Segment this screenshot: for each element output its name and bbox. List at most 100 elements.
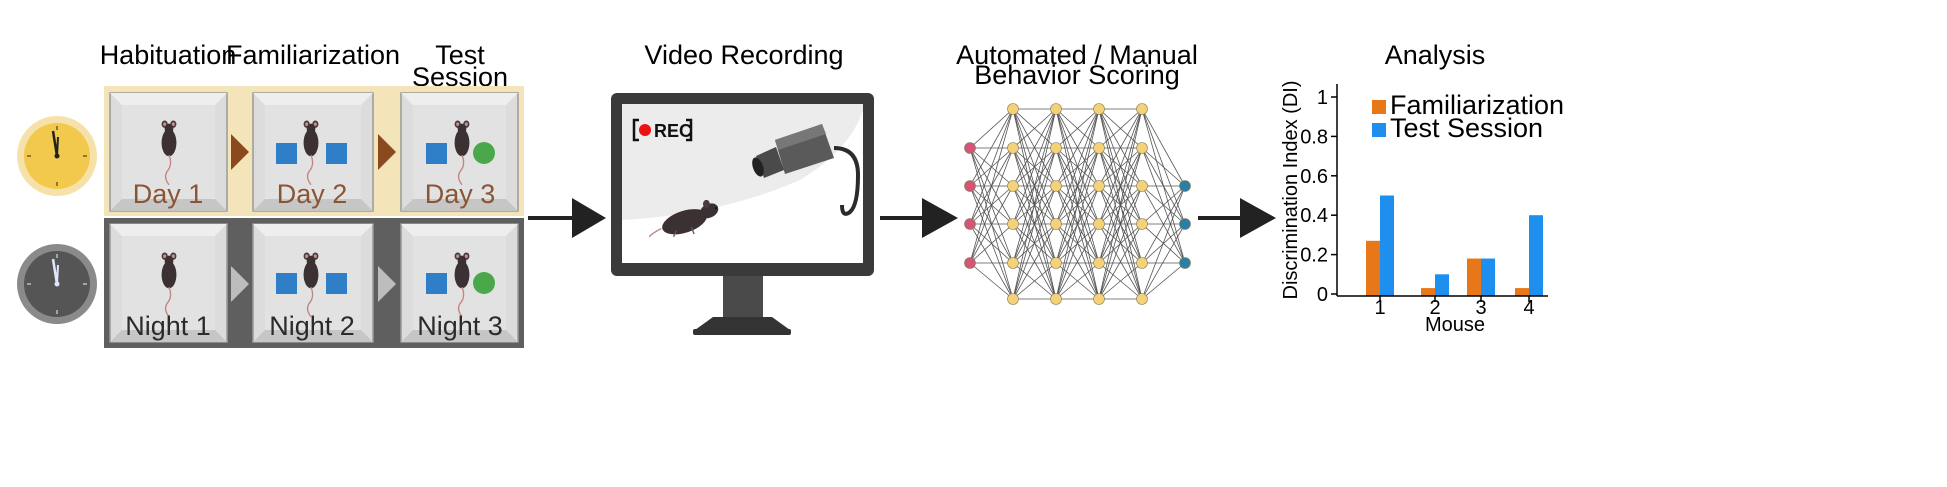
hidden-node [1093, 180, 1105, 192]
hidden-node [1007, 293, 1019, 305]
network-edge [1098, 108, 1143, 225]
input-node [964, 142, 976, 154]
hidden-node [1007, 142, 1019, 154]
stage-title-video: Video Recording [644, 40, 843, 70]
network-edge [1098, 108, 1143, 187]
legend-swatch-test-session [1372, 123, 1386, 137]
stage-title-scoring-line2: Behavior Scoring [974, 60, 1180, 90]
hidden-node [1136, 103, 1148, 115]
network-edge [969, 108, 1014, 225]
legend-label-test-session: Test Session [1390, 113, 1543, 143]
y-tick-label: 0.6 [1300, 166, 1328, 188]
network-edge [1098, 185, 1143, 300]
hidden-node [1093, 218, 1105, 230]
y-axis-title: Discrimination Index (DI) [1280, 81, 1302, 300]
hidden-node [1136, 180, 1148, 192]
network-edge [969, 185, 1014, 264]
bar-familiarization [1515, 288, 1529, 296]
arena-night-2: Night 2 [252, 223, 374, 343]
network-edge [1055, 108, 1100, 300]
object-square [426, 143, 447, 164]
stage-title-habituation: Habituation [100, 40, 237, 70]
stage-title-scoring-line1: Automated / Manual [956, 40, 1198, 70]
hidden-node [1136, 257, 1148, 269]
hidden-node [1093, 257, 1105, 269]
arrow-icon [378, 134, 396, 170]
y-tick-label: 0.2 [1300, 245, 1328, 267]
input-node [964, 218, 976, 230]
network-edge [1055, 185, 1100, 300]
flow-arrow-3 [1198, 198, 1276, 238]
network-edge [1055, 223, 1100, 300]
day-label-2: Day 2 [277, 179, 348, 209]
network-edge [1012, 262, 1057, 300]
arena-day-3: Day 3 [400, 92, 519, 212]
object-square [276, 273, 297, 294]
network-edge [1012, 223, 1057, 300]
arena-night-1: Night 1 [109, 223, 228, 343]
network-edge [1098, 108, 1143, 300]
network-edge [1012, 108, 1057, 300]
clock-day-icon [17, 116, 97, 196]
clock-night-icon [17, 244, 97, 324]
arena-night-3: Night 3 [400, 223, 519, 343]
arrow-icon [231, 266, 249, 302]
night-label-2: Night 2 [269, 311, 355, 341]
input-node [964, 180, 976, 192]
monitor: REC [611, 93, 874, 335]
arrow-icon [378, 266, 396, 302]
network-edge [1141, 185, 1186, 264]
network-edge [1012, 108, 1057, 149]
network-edge [969, 223, 1014, 264]
night-label-3: Night 3 [417, 311, 503, 341]
x-tick-label: 4 [1523, 297, 1534, 319]
hidden-node [1007, 257, 1019, 269]
di-bar-chart: Discrimination Index (DI) Mouse 00.20.40… [1280, 81, 1564, 336]
day-label-1: Day 1 [133, 179, 204, 209]
object-square [276, 143, 297, 164]
rec-indicator: REC [632, 118, 693, 142]
network-edge [1098, 147, 1143, 300]
network-edge [969, 262, 1014, 300]
network-edge [1098, 223, 1143, 300]
network-edge [969, 185, 1014, 300]
day-label-3: Day 3 [425, 179, 496, 209]
object-square [326, 273, 347, 294]
network-edge [969, 147, 1014, 300]
network-edge [969, 147, 1014, 264]
hidden-node [1050, 103, 1062, 115]
x-tick-label: 3 [1475, 297, 1486, 319]
bar-familiarization [1366, 240, 1380, 296]
y-tick-label: 0 [1317, 284, 1328, 306]
bar-test-session [1481, 258, 1495, 296]
output-node [1179, 257, 1191, 269]
x-axis-title: Mouse [1425, 314, 1485, 336]
network-edge [1012, 108, 1057, 187]
hidden-node [1093, 103, 1105, 115]
network-edge [1141, 108, 1186, 187]
hidden-node [1050, 142, 1062, 154]
network-edge [1098, 262, 1143, 300]
x-tick-label: 2 [1429, 297, 1440, 319]
hidden-node [1136, 293, 1148, 305]
hidden-node [1050, 257, 1062, 269]
stage-title-test-line1: Test [435, 40, 485, 70]
hidden-node [1093, 293, 1105, 305]
network-edge [1141, 262, 1186, 300]
network-edge [1098, 108, 1143, 149]
hidden-node [1050, 180, 1062, 192]
network-connections [969, 108, 1186, 300]
stage-title-familiarization: Familiarization [226, 40, 400, 70]
legend-label-familiarization: Familiarization [1390, 90, 1564, 120]
network-edge [1012, 108, 1057, 264]
input-node [964, 257, 976, 269]
network-edge [1055, 108, 1100, 264]
stage-title-analysis: Analysis [1385, 40, 1486, 70]
bar-test-session [1380, 195, 1394, 296]
y-tick-label: 1 [1317, 87, 1328, 109]
network-edge [1141, 147, 1186, 187]
network-edge [1141, 185, 1186, 225]
network-edge [1012, 147, 1057, 300]
rec-dot-icon [639, 124, 651, 136]
night-label-1: Night 1 [125, 311, 211, 341]
